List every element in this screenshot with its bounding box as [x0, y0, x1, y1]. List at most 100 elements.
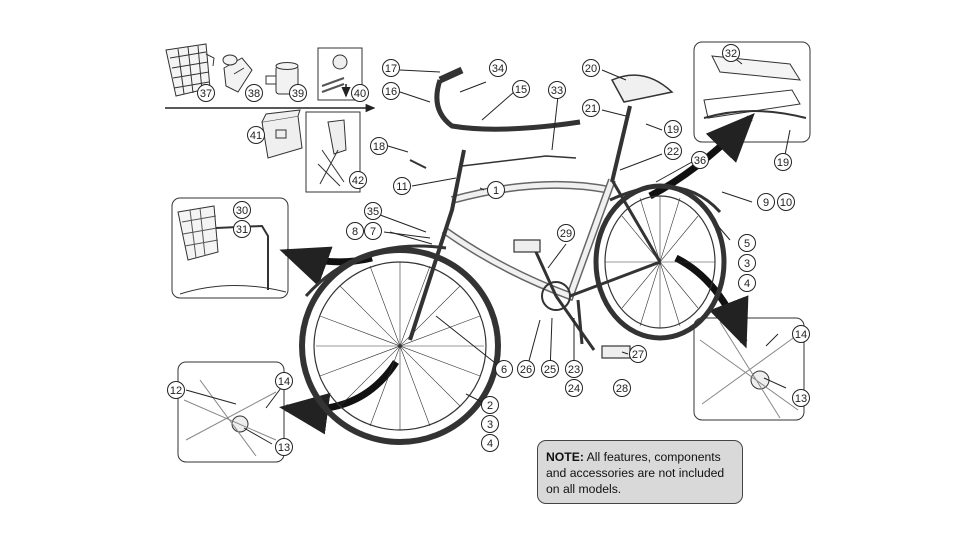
callout-label: 3	[487, 419, 493, 431]
callout-circle	[582, 99, 600, 117]
callout-label: 34	[492, 63, 504, 75]
callout-label: 35	[367, 206, 379, 218]
callout-circle	[275, 438, 293, 456]
callout-27: 27	[629, 345, 647, 363]
callout-3: 3	[738, 254, 756, 272]
callout-14: 14	[792, 325, 810, 343]
callout-circle	[167, 381, 185, 399]
callout-40: 40	[351, 84, 369, 102]
inset-front-hub	[177, 361, 285, 463]
callout-label: 5	[744, 238, 750, 250]
callout-label: 28	[616, 383, 628, 395]
note-box: NOTE: All features, components and acces…	[537, 440, 743, 504]
callout-20: 20	[582, 59, 600, 77]
inset-pointer-arrow-hub	[279, 360, 399, 435]
callout-label: 9	[763, 197, 769, 209]
callout-circle	[691, 151, 709, 169]
callout-label: 22	[667, 146, 679, 158]
callout-4: 4	[738, 274, 756, 292]
callout-circle	[495, 360, 513, 378]
callout-35: 35	[364, 202, 382, 220]
callout-15: 15	[512, 80, 530, 98]
callout-label: 4	[487, 438, 493, 450]
callout-label: 37	[200, 88, 212, 100]
inset-pointer-arrow-rear-hub	[674, 254, 749, 349]
callout-label: 38	[248, 88, 260, 100]
callout-circle	[548, 81, 566, 99]
callout-circle	[481, 415, 499, 433]
callout-label: 39	[292, 88, 304, 100]
callout-label: 16	[385, 86, 397, 98]
callout-3: 3	[481, 415, 499, 433]
callout-circle	[774, 153, 792, 171]
callout-label: 23	[568, 364, 580, 376]
callout-label: 25	[544, 364, 556, 376]
inset-rear-hub	[693, 317, 805, 421]
callout-circle	[565, 379, 583, 397]
callout-23: 23	[565, 360, 583, 378]
callout-label: 31	[236, 224, 248, 236]
callout-17: 17	[382, 59, 400, 77]
callout-label: 24	[568, 383, 580, 395]
callout-circle	[289, 84, 307, 102]
callout-1: 1	[487, 181, 505, 199]
callout-32: 32	[722, 44, 740, 62]
callout-circle	[364, 222, 382, 240]
callout-circle	[664, 142, 682, 160]
callout-9: 9	[757, 193, 775, 211]
accessory-light-38	[222, 54, 253, 93]
callout-6: 6	[495, 360, 513, 378]
callout-13: 13	[275, 438, 293, 456]
callout-label: 13	[278, 442, 290, 454]
inset-front-basket	[171, 197, 289, 299]
callout-26: 26	[517, 360, 535, 378]
callout-circle	[582, 59, 600, 77]
callout-circle	[629, 345, 647, 363]
callout-2: 2	[481, 396, 499, 414]
callout-12: 12	[167, 381, 185, 399]
callout-label: 14	[795, 329, 807, 341]
callout-5: 5	[738, 234, 756, 252]
callout-circle	[481, 396, 499, 414]
callout-label: 21	[585, 103, 597, 115]
callout-circle	[364, 202, 382, 220]
callout-circle	[757, 193, 775, 211]
callout-7: 7	[364, 222, 382, 240]
callout-label: 8	[352, 226, 358, 238]
callout-label: 4	[744, 278, 750, 290]
callout-circle	[233, 201, 251, 219]
callout-circle	[245, 84, 263, 102]
callout-label: 27	[632, 349, 644, 361]
callout-circle	[738, 234, 756, 252]
callout-circle	[613, 379, 631, 397]
callout-label: 7	[370, 226, 376, 238]
callout-39: 39	[289, 84, 307, 102]
callout-circle	[722, 44, 740, 62]
callout-circle	[247, 126, 265, 144]
callout-circle	[393, 177, 411, 195]
callout-label: 13	[795, 393, 807, 405]
callout-circle	[197, 84, 215, 102]
callout-8: 8	[346, 222, 364, 240]
callout-circle	[738, 254, 756, 272]
callout-label: 2	[487, 400, 493, 412]
callout-label: 20	[585, 63, 597, 75]
callout-label: 42	[352, 175, 364, 187]
callout-label: 33	[551, 85, 563, 97]
callout-41: 41	[247, 126, 265, 144]
note-heading: NOTE:	[546, 450, 584, 464]
callout-circle	[489, 59, 507, 77]
accessory-bag-41	[261, 109, 303, 159]
callout-label: 12	[170, 385, 182, 397]
note-body: All features, components and accessories…	[546, 450, 725, 496]
callout-circle	[738, 274, 756, 292]
callout-circle	[351, 84, 369, 102]
callout-circle	[481, 434, 499, 452]
callout-circle	[792, 389, 810, 407]
callout-circle	[517, 360, 535, 378]
callout-16: 16	[382, 82, 400, 100]
callout-circle	[487, 181, 505, 199]
callout-28: 28	[613, 379, 631, 397]
front-tire	[299, 247, 501, 445]
